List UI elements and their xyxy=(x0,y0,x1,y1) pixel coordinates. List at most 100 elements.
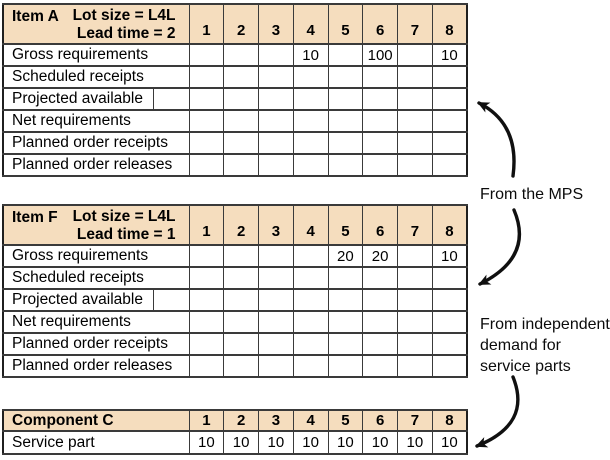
period-cell xyxy=(223,153,260,177)
table-row: Planned order receipts xyxy=(2,131,468,155)
period-cell xyxy=(397,310,433,334)
table-row: Projected available xyxy=(2,87,468,111)
row-label: Net requirements xyxy=(2,310,190,334)
period-cell xyxy=(292,153,329,177)
period-cell xyxy=(397,288,433,312)
period-header: 8 xyxy=(431,204,468,246)
period-cell xyxy=(431,288,468,312)
row-label: Service part xyxy=(2,430,190,455)
row-label: Planned order receipts xyxy=(2,332,190,356)
period-cell xyxy=(327,131,364,155)
period-cell xyxy=(397,65,433,89)
period-cell xyxy=(258,332,294,356)
period-cell xyxy=(327,87,364,111)
period-cell xyxy=(188,65,225,89)
period-header: 4 xyxy=(292,3,329,45)
period-cell xyxy=(258,109,294,133)
curved-arrow-service-demand-to-component-c xyxy=(475,375,520,448)
period-header: 6 xyxy=(362,3,399,45)
period-cell: 10 xyxy=(292,430,329,455)
row-label: Planned order releases xyxy=(2,354,190,378)
curved-arrow-mps-to-item-f xyxy=(478,208,522,286)
annotation-from-the-mps: From the MPS xyxy=(480,186,584,203)
row-label: Projected available xyxy=(2,87,154,111)
table-row: Net requirements xyxy=(2,109,468,133)
period-cell: 10 xyxy=(362,430,399,455)
period-cell xyxy=(223,131,260,155)
period-cell xyxy=(397,244,433,268)
table-row: Scheduled receipts xyxy=(2,65,468,89)
table-row: Planned order releases xyxy=(2,153,468,177)
period-cell xyxy=(188,131,225,155)
period-header: 5 xyxy=(327,204,364,246)
period-cell xyxy=(327,310,364,334)
period-cell xyxy=(258,266,294,290)
period-header: 1 xyxy=(188,3,225,45)
period-cell xyxy=(431,153,468,177)
period-cell xyxy=(188,310,225,334)
period-header: 1 xyxy=(188,204,225,246)
period-cell xyxy=(327,153,364,177)
period-cell xyxy=(223,354,259,378)
period-cell xyxy=(362,65,399,89)
period-cell xyxy=(223,43,260,67)
period-cell xyxy=(258,244,294,268)
period-cell xyxy=(431,87,468,111)
period-cell xyxy=(362,266,398,290)
period-cell: 20 xyxy=(362,244,398,268)
period-cell xyxy=(292,332,329,356)
table-title: Item A xyxy=(12,8,59,25)
curved-arrow-mps-to-item-a xyxy=(477,101,516,178)
period-cell xyxy=(292,65,329,89)
period-cell: 10 xyxy=(188,430,225,455)
period-cell xyxy=(258,43,294,67)
period-header: 6 xyxy=(362,409,399,432)
period-cell: 10 xyxy=(431,244,468,268)
period-cell xyxy=(397,43,433,67)
period-cell xyxy=(292,354,329,378)
period-cell xyxy=(362,354,398,378)
period-cell xyxy=(397,87,433,111)
period-header: 7 xyxy=(397,409,433,432)
row-label: Planned order receipts xyxy=(2,131,190,155)
period-cell xyxy=(397,266,433,290)
row-label: Scheduled receipts xyxy=(2,65,190,89)
period-cell xyxy=(223,266,259,290)
period-cell xyxy=(327,43,364,67)
period-cell xyxy=(397,109,433,133)
period-cell xyxy=(292,288,329,312)
period-cell xyxy=(327,109,364,133)
row-label: Projected available xyxy=(2,288,154,312)
period-cell: 10 xyxy=(258,430,294,455)
lot-size-line: Lot size = L4L xyxy=(72,208,176,225)
period-cell xyxy=(362,109,399,133)
period-cell: 10 xyxy=(223,430,260,455)
period-cell xyxy=(362,87,399,111)
period-cell xyxy=(327,288,364,312)
period-cell xyxy=(292,109,329,133)
period-header: 3 xyxy=(258,3,294,45)
period-header: 5 xyxy=(327,409,364,432)
period-cell xyxy=(431,332,468,356)
period-cell xyxy=(362,310,398,334)
period-cell: 10 xyxy=(292,43,329,67)
period-header: 7 xyxy=(397,204,433,246)
period-cell xyxy=(431,131,468,155)
table-row: Scheduled receipts xyxy=(2,266,468,290)
period-cell: 10 xyxy=(431,430,468,455)
period-header: 3 xyxy=(258,409,294,432)
